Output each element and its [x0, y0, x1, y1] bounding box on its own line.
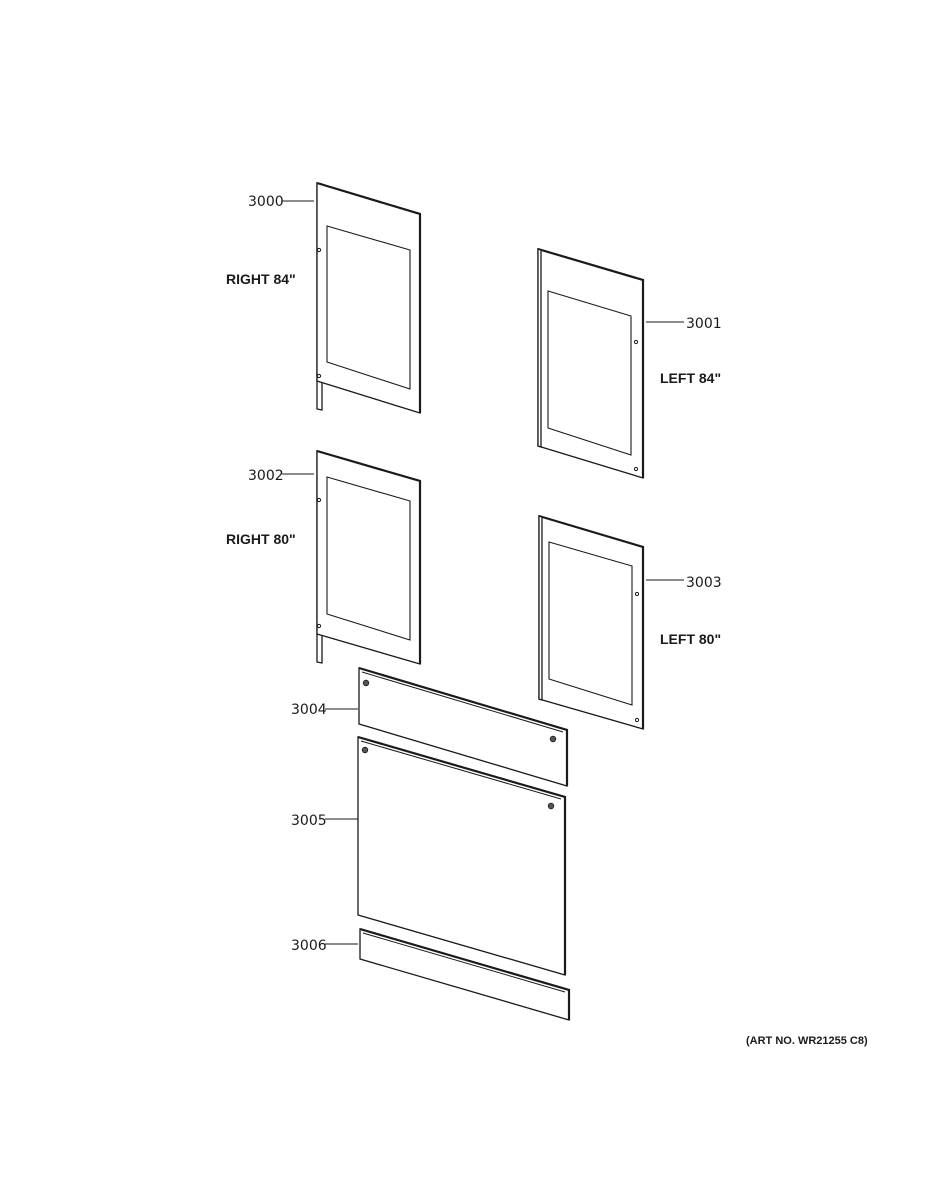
panel-3001-left-84[interactable]	[537, 247, 645, 479]
part-number-3001: 3001	[686, 316, 722, 332]
art-number: (ART NO. WR21255 C8)	[746, 1035, 868, 1047]
panel-3000-right-84[interactable]	[316, 181, 422, 414]
panel-3005-main-door[interactable]	[357, 735, 567, 976]
panel-3003-left-80[interactable]	[538, 514, 645, 730]
part-number-3004: 3004	[291, 702, 327, 718]
part-number-3006: 3006	[291, 938, 327, 954]
part-number-3005: 3005	[291, 813, 327, 829]
panel-3004-upper-trim[interactable]	[358, 666, 569, 787]
part-number-3003: 3003	[686, 575, 722, 591]
panel-3002-right-80[interactable]	[316, 449, 422, 665]
panel-3006-kick-strip[interactable]	[359, 927, 571, 1021]
size-label-right-80: RIGHT 80"	[226, 531, 296, 547]
size-label-right-84: RIGHT 84"	[226, 271, 296, 287]
size-label-left-80: LEFT 80"	[660, 631, 721, 647]
size-label-left-84: LEFT 84"	[660, 370, 721, 386]
part-number-3000: 3000	[248, 194, 284, 210]
part-number-3002: 3002	[248, 468, 284, 484]
